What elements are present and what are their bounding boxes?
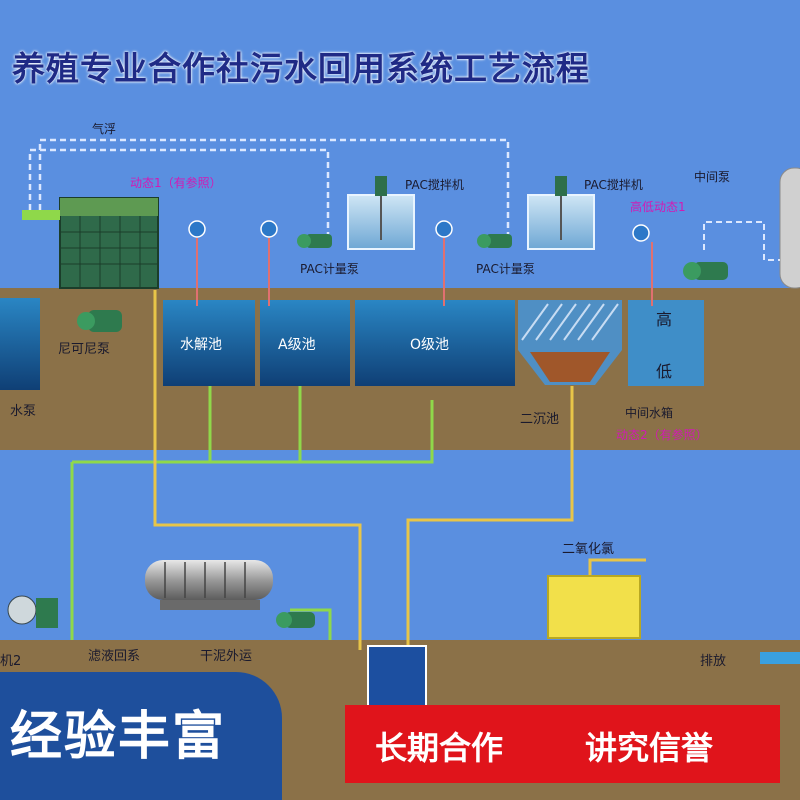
pac-mixer-2-motor [555,176,567,196]
press-feed-pump [276,612,315,628]
air-flotation-top [60,198,158,216]
label-discharge: 排放 [700,654,727,669]
settling-tubes [521,303,619,341]
long-term-text: 长期合作 [375,729,504,767]
air-flotation-inlet [22,210,60,220]
label-pac-meter-pump-1: PAC计量泵 [300,262,359,276]
roots-pump-body [88,310,122,332]
label-middle-pump: 中间泵 [694,170,731,184]
label-a-tank: A级池 [278,337,316,353]
pac-meter-pump-2-graphic [477,234,512,248]
press-ribs [164,562,246,598]
label-machine2: 机2 [0,654,22,669]
sensor-rods [196,238,653,306]
air-pipes [28,138,510,235]
credibility-text: 讲究信誉 [585,729,714,767]
chlorine-dioxide-tank [547,575,641,639]
label-dry-mud: 干泥外运 [200,649,253,664]
label-pac-mixer-2: PAC搅拌机 [584,178,643,192]
yellow-pipes [153,290,646,650]
promise-banner: 长期合作 讲究信誉 [345,705,780,783]
label-roots-pump: 尼可尼泵 [58,342,111,357]
label-secondary-settling: 二沉池 [520,412,560,427]
label-chlorine-dioxide: 二氧化氯 [562,542,615,557]
label-hydrolysis-tank: 水解池 [180,337,222,353]
left-bottom-pump [7,595,58,628]
label-middle-water-tank: 中间水箱 [625,406,674,420]
page-title: 养殖专业合作社污水回用系统工艺流程 [12,49,590,88]
label-dynamic1: 动态1（有参照） [130,176,222,190]
experience-banner: 经验丰富 [0,672,282,800]
a-tank [260,300,350,386]
o-tank [355,300,515,386]
experience-text: 经验丰富 [10,707,227,767]
label-water-pump: 水泵 [10,404,37,419]
label-air-flotation: 气浮 [92,122,117,136]
middle-pump-pipe [703,221,780,261]
label-pac-mixer-1: PAC搅拌机 [405,178,464,192]
label-high-low-dynamic: 高低动态1 [630,200,686,214]
label-dynamic2: 动态2（有参照） [616,428,708,442]
level-sensors [188,220,650,242]
press-stand [160,600,260,610]
roots-pump-wheel [77,312,95,330]
label-high: 高 [656,310,673,329]
filter-tower [779,167,800,289]
discharge-pipe [760,652,800,664]
pac-mixer-1-motor [375,176,387,196]
air-flotation-grid [60,216,158,288]
filter-press [145,560,273,600]
label-low: 低 [656,362,673,381]
green-pipes [70,386,434,640]
hydrolysis-tank [163,300,255,386]
label-o-tank: O级池 [410,337,450,353]
middle-water-tank [628,300,704,386]
pac-meter-pump-1-graphic [297,234,332,248]
label-pac-meter-pump-2: PAC计量泵 [476,262,535,276]
label-filtrate-return: 滤液回系 [88,649,141,664]
middle-pump-graphic [683,262,728,280]
settling-sludge [530,352,610,382]
left-edge-tank [0,298,40,390]
